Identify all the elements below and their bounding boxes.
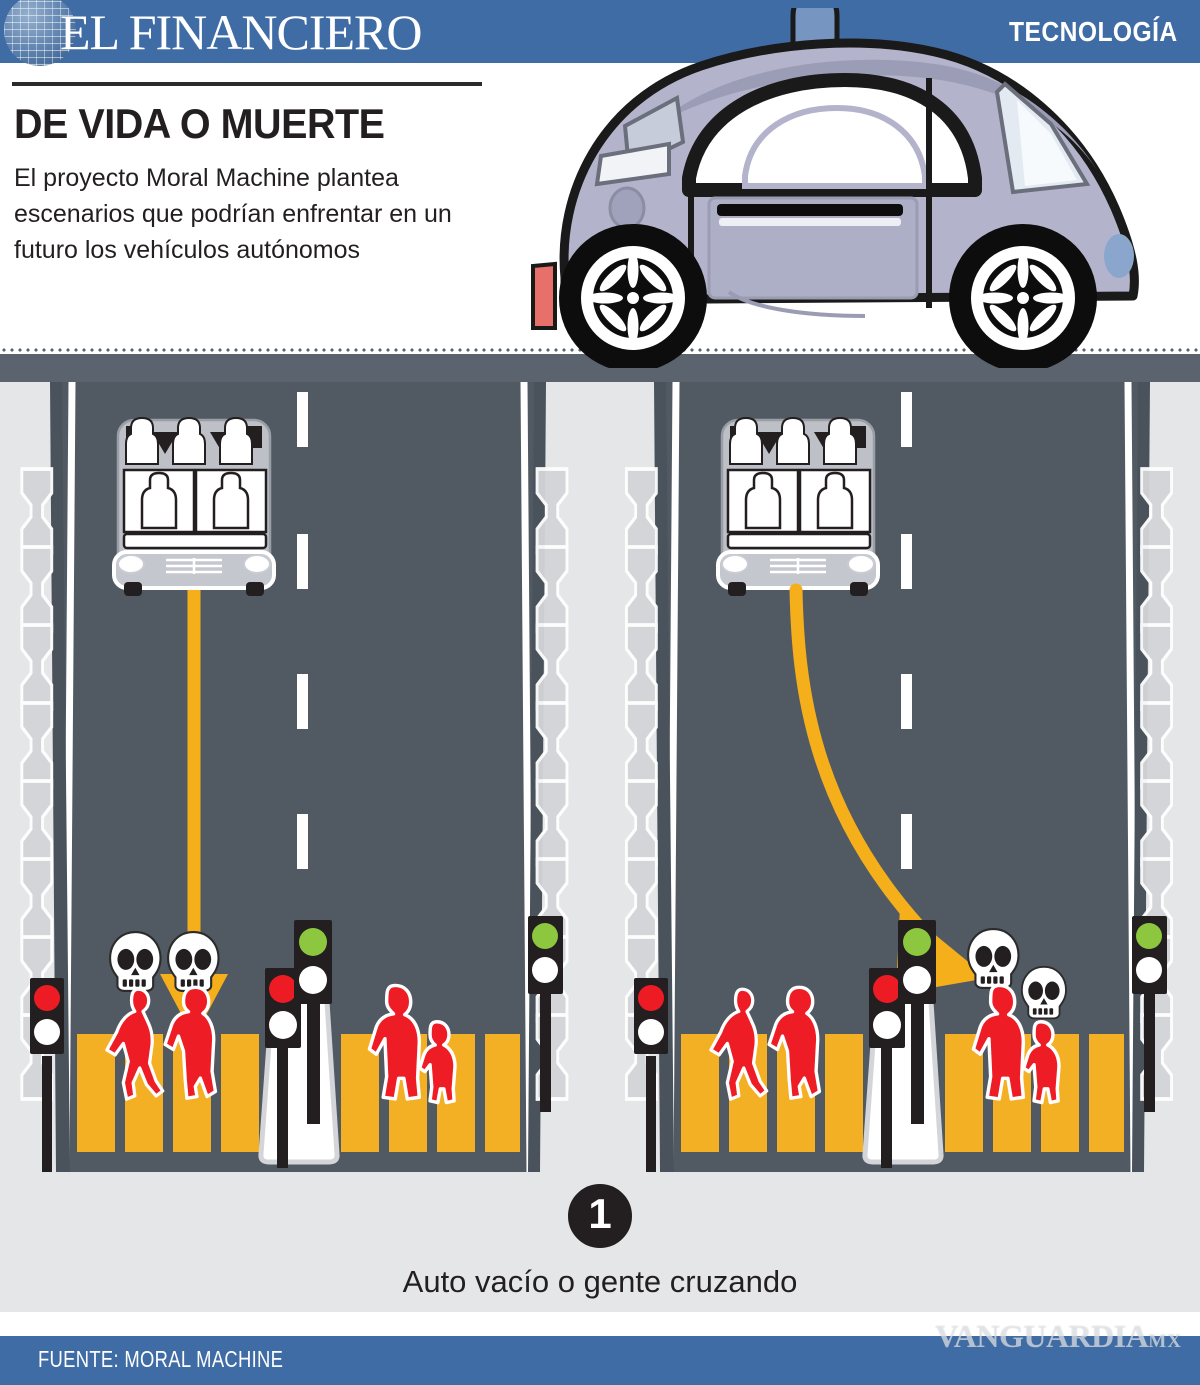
scene-caption: Auto vacío o gente cruzando <box>402 1264 798 1299</box>
section-tag: TECNOLOGÍA <box>1009 16 1178 47</box>
car-top-view <box>716 416 880 596</box>
self-driving-car-icon <box>531 8 1139 368</box>
traffic-light-median-red <box>265 968 301 1168</box>
traffic-light-median-red <box>869 968 905 1168</box>
panel-escenario-izquierdo <box>0 382 600 1182</box>
source-label: FUENTE: MORAL MACHINE <box>38 1346 284 1372</box>
car-top-view <box>112 416 276 596</box>
scenario-scene: 1 Auto vacío o gente cruzando <box>0 382 1200 1312</box>
masthead-title: EL FINANCIERO <box>60 4 423 60</box>
scene-caption-block: 1 Auto vacío o gente cruzando <box>0 1180 1200 1312</box>
page-title: DE VIDA O MUERTE <box>14 100 385 147</box>
traffic-light-median-green <box>898 920 936 1124</box>
step-badge: 1 <box>564 1180 636 1252</box>
traffic-light-left-red <box>634 978 668 1172</box>
headline-rule <box>12 82 482 86</box>
traffic-light-right-green <box>1132 916 1167 1112</box>
skull-icon <box>967 928 1020 989</box>
page-subtitle: El proyecto Moral Machine plantea escena… <box>14 164 452 264</box>
traffic-light-median-green <box>294 920 332 1124</box>
step-badge-number: 1 <box>588 1190 612 1237</box>
skull-icon <box>109 931 162 992</box>
site-header <box>0 0 1200 63</box>
traffic-light-left-red <box>30 978 64 1172</box>
skull-icon <box>167 931 220 992</box>
footer: FUENTE: MORAL MACHINE <box>0 1336 1200 1385</box>
crosswalk <box>77 1034 520 1152</box>
skull-icon <box>1020 965 1067 1020</box>
globe-icon <box>4 0 76 66</box>
traffic-light-right-green <box>528 916 563 1112</box>
panel-escenario-derecho <box>600 382 1200 1182</box>
